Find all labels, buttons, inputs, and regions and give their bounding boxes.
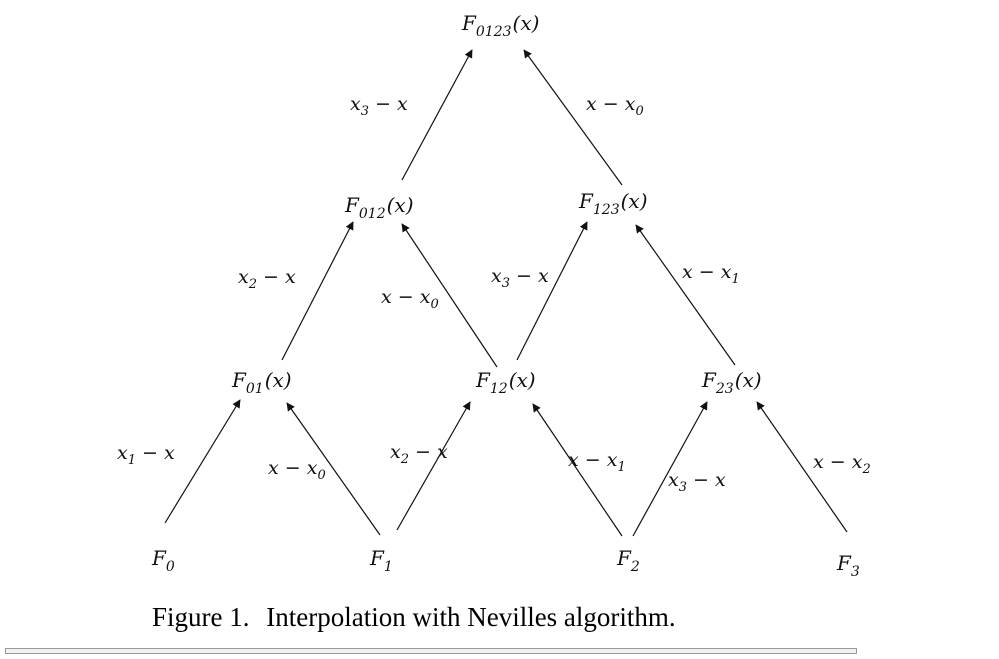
- edge-f12-to-f123: [516, 221, 588, 361]
- edge-f2-to-f12: [532, 403, 623, 537]
- horizontal-scrollbar[interactable]: [5, 648, 857, 654]
- node-f12: F12(x): [475, 368, 536, 397]
- weight-f23-to-f123: x − x1: [682, 261, 740, 287]
- weights-layer: x1 − x x − x0 x2 − x x − x1 x3 − x x − x2 x2 −…: [117, 93, 871, 495]
- caption-label: Figure 1.: [152, 602, 250, 632]
- node-f0: F0: [151, 546, 175, 575]
- edge-f1-to-f12: [396, 401, 471, 531]
- edge-f2-to-f23: [632, 401, 708, 537]
- edge-f0-to-f01: [164, 399, 241, 524]
- weight-f123-to-f0123: x − x0: [586, 93, 644, 119]
- edge-f1-to-f01: [286, 402, 381, 536]
- node-f1: F1: [369, 546, 393, 575]
- weight-f12-to-f012: x − x0: [381, 286, 439, 312]
- caption-text: Interpolation with Nevilles algorithm.: [266, 602, 675, 632]
- weight-f01-to-f012: x2 − x: [238, 266, 296, 292]
- edge-f123-to-f0123: [523, 49, 623, 186]
- node-f012: F012(x): [344, 193, 414, 222]
- edge-f012-to-f0123: [401, 49, 473, 181]
- nodes-layer: F0 F1 F2 F3 F01(x) F12(x) F23(x) F012(x) F123(x)…: [151, 11, 860, 580]
- edge-f23-to-f123: [635, 224, 736, 366]
- weight-f0-to-f01: x1 − x: [117, 442, 175, 468]
- weight-f012-to-f0123: x3 − x: [350, 93, 408, 119]
- weight-f2-to-f12: x − x1: [568, 449, 626, 475]
- weight-f12-to-f123: x3 − x: [491, 265, 549, 291]
- node-f2: F2: [616, 546, 640, 575]
- weight-f1-to-f01: x − x0: [268, 457, 326, 483]
- node-f3: F3: [836, 551, 860, 580]
- edges-layer: [164, 49, 848, 537]
- node-f01: F01(x): [231, 368, 292, 397]
- figure-caption: Figure 1. Interpolation with Nevilles al…: [152, 602, 676, 632]
- edge-f12-to-f012: [401, 223, 498, 368]
- edge-f3-to-f23: [756, 401, 848, 533]
- weight-f3-to-f23: x − x2: [813, 451, 871, 477]
- node-f0123: F0123(x): [461, 11, 539, 40]
- node-f123: F123(x): [578, 189, 648, 218]
- weight-f1-to-f12: x2 − x: [390, 441, 448, 467]
- node-f23: F23(x): [701, 368, 762, 397]
- weight-f2-to-f23: x3 − x: [668, 469, 726, 495]
- edge-f01-to-f012: [281, 221, 354, 361]
